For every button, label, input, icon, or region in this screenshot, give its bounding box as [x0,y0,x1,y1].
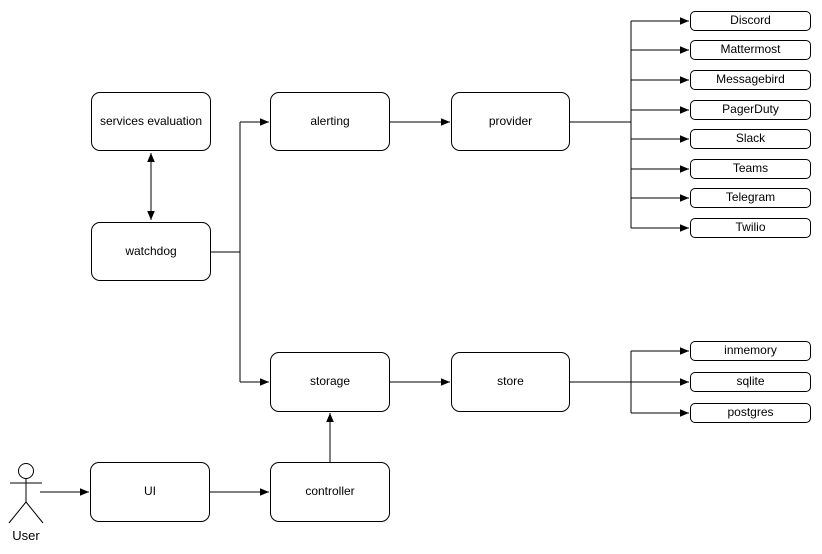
leaf-teams: Teams [690,159,811,179]
leaf-telegram: Telegram [690,188,811,208]
user-actor-icon [8,463,44,524]
edge-watchdog-branch [211,118,269,386]
edge-provider-fanout [570,17,689,232]
user-actor-label: User [12,528,40,543]
leaf-mattermost: Mattermost [690,40,811,60]
node-storage: storage [270,352,390,412]
leaf-slack: Slack [690,129,811,149]
node-alerting: alerting [270,92,390,151]
leaf-twilio: Twilio [690,218,811,238]
node-ui: UI [90,462,210,522]
leaf-messagebird: Messagebird [690,70,811,90]
node-controller: controller [270,462,390,522]
node-store: store [451,352,570,412]
node-provider: provider [451,92,570,151]
leaf-postgres: postgres [690,403,811,423]
node-services-evaluation: services evaluation [91,92,211,151]
leaf-pagerduty: PagerDuty [690,100,811,120]
node-watchdog: watchdog [91,222,211,281]
leaf-discord: Discord [690,11,811,31]
leaf-inmemory: inmemory [690,341,811,361]
edge-store-fanout [570,347,689,417]
leaf-sqlite: sqlite [690,372,811,392]
